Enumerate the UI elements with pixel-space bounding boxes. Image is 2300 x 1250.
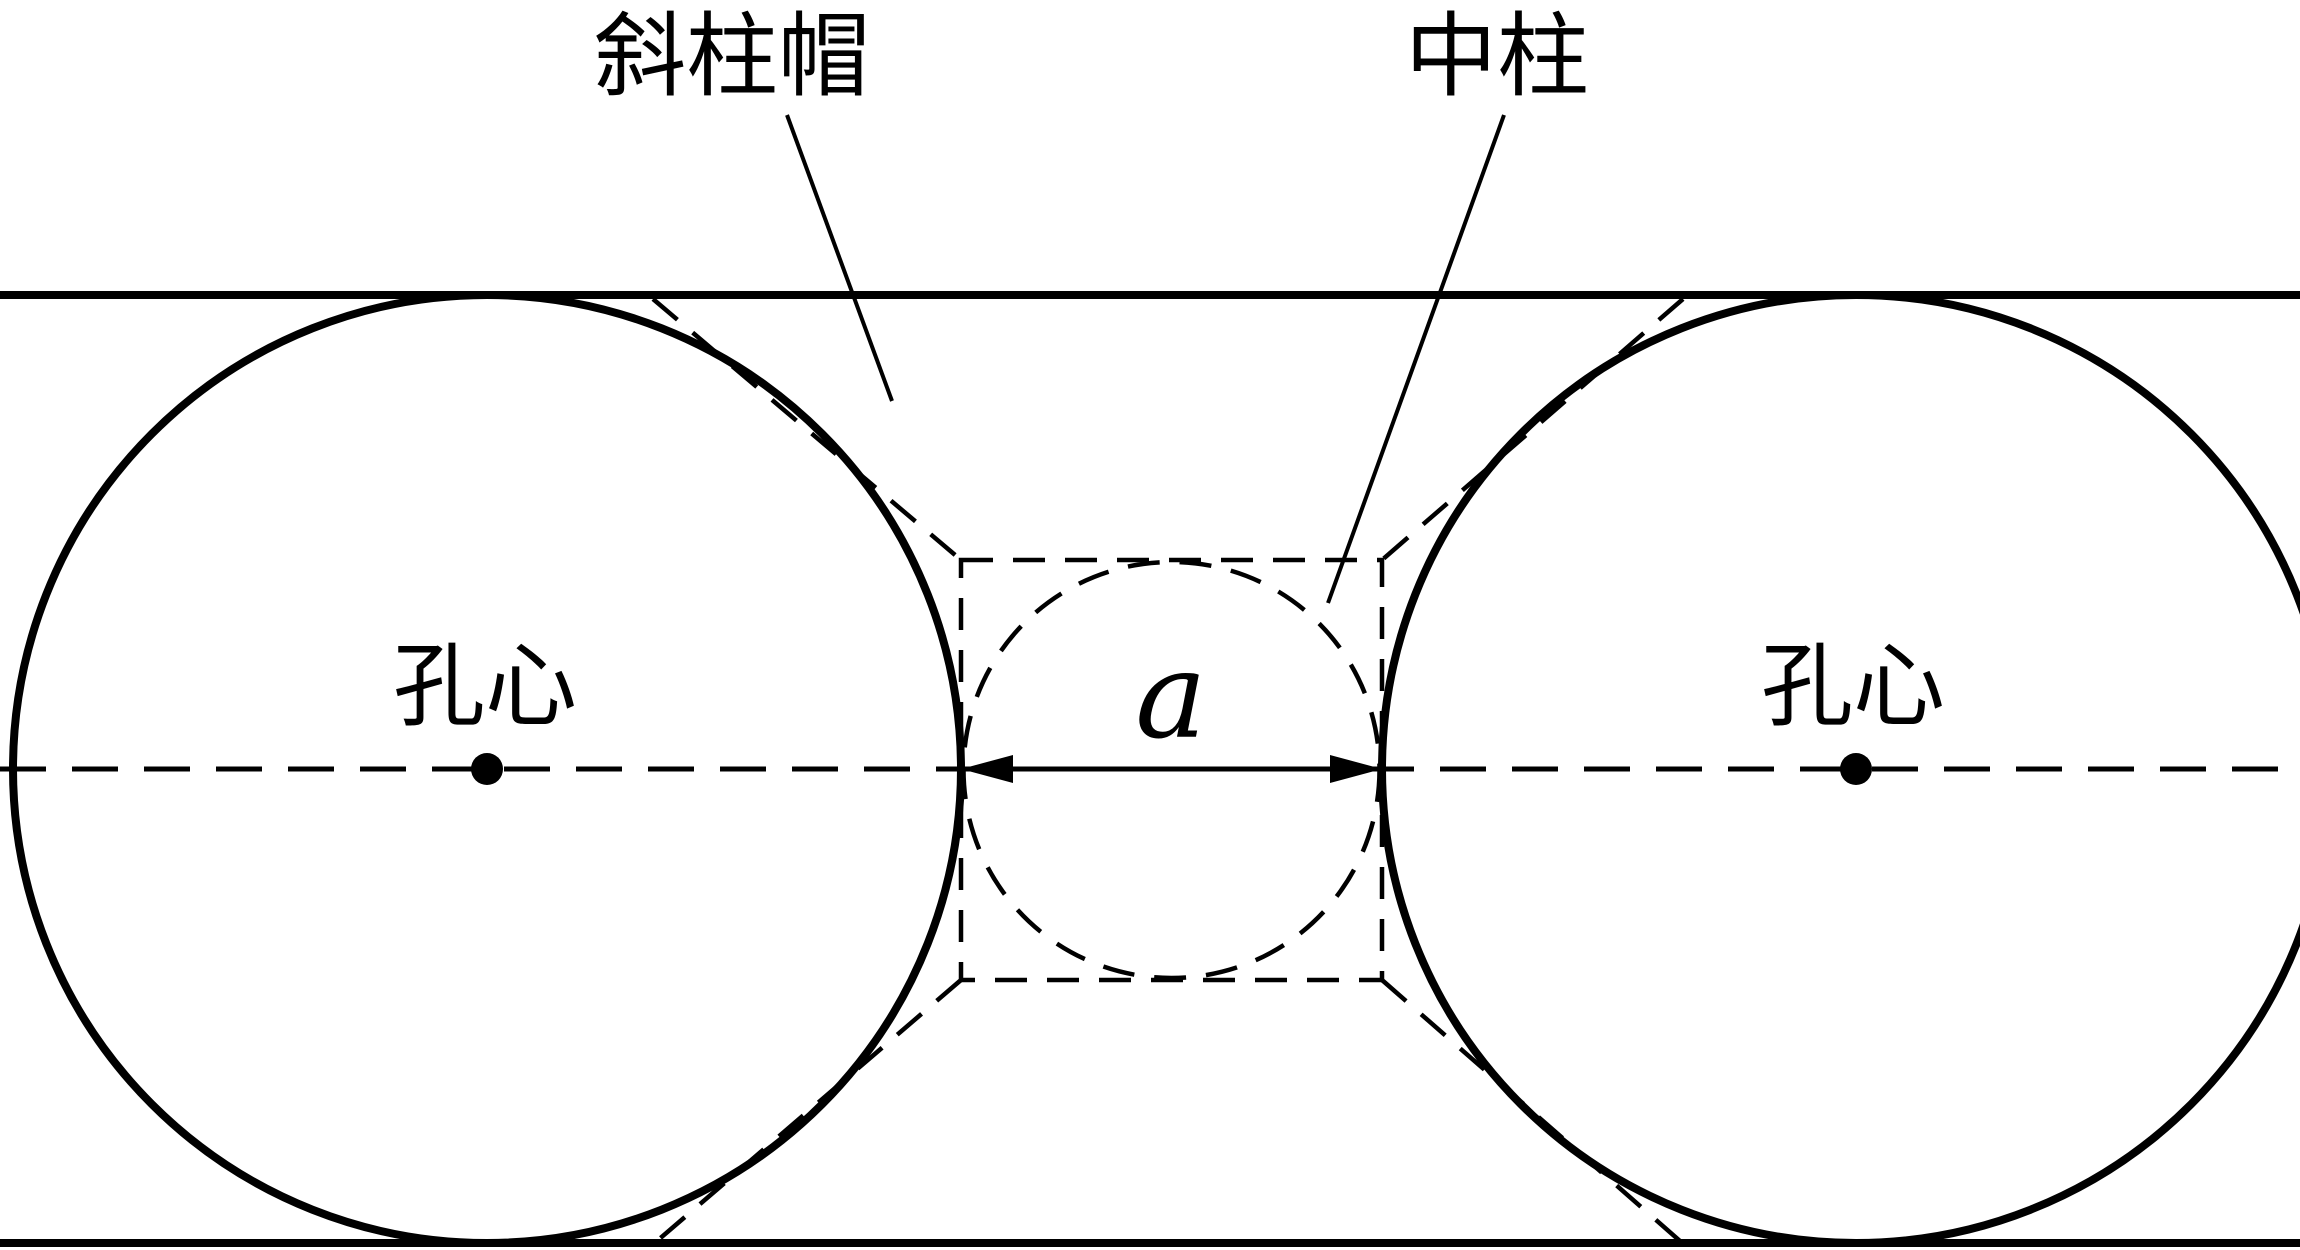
center-column-leader-line: [1326, 114, 1506, 604]
center-column-label: 中柱: [1405, 3, 1589, 110]
center-column-circle: [961, 559, 1382, 981]
inclined-cap-edge-top-right: [1380, 297, 1685, 562]
right-center-dot: [1840, 753, 1872, 785]
dimension-label: a: [1135, 627, 1207, 766]
inclined-cap-label: 斜柱帽: [594, 3, 870, 110]
inclined-cap-leader-line: [785, 114, 894, 402]
left-center-dot: [471, 753, 503, 785]
dimension-arrowhead-right: [1330, 755, 1382, 783]
inclined-cap-edge-top-left: [651, 297, 963, 562]
inclined-cap-edge-bottom-left: [655, 978, 963, 1243]
dimension-arrowhead-left: [961, 755, 1013, 783]
inclined-cap-edge-bottom-right: [1380, 978, 1682, 1243]
hole-center-label-right: 孔心: [1761, 633, 1945, 740]
hole-center-label-left: 孔心: [393, 633, 577, 740]
